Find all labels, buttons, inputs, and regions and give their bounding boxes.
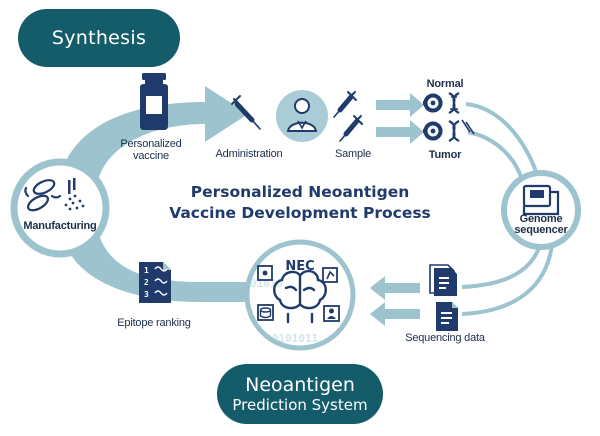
tumor-label: Tumor: [428, 149, 462, 161]
person-icon: [323, 305, 340, 322]
tumor-cell-icon: [423, 121, 443, 141]
arrow-normal: [376, 93, 424, 117]
genome-sequencer-label: Genome sequencer: [506, 214, 576, 236]
sequencing-data-doc-icon-1: [429, 264, 457, 296]
synthesis-label: Synthesis: [51, 27, 147, 49]
syringe-administration-icon: [231, 95, 261, 130]
nec-node: 01010 1010101011 NEC: [244, 239, 356, 351]
sample-label: Sample: [334, 148, 372, 160]
doctor-icon: [276, 90, 328, 142]
personalized-vaccine-line-2: vaccine: [133, 150, 169, 162]
flowchart-icon: [322, 267, 338, 283]
arrow-data-lower: [370, 302, 420, 326]
syringe-sample-icon-1: [333, 91, 357, 118]
bacteria-icon: [24, 179, 62, 212]
arrow-tumor: [376, 120, 424, 144]
personalized-vaccine-label: Personalized vaccine: [114, 138, 188, 162]
nec-label: NEC: [285, 259, 314, 274]
epitope-ranking-label: Epitope ranking: [117, 317, 191, 329]
flow-band-upper: [62, 86, 248, 180]
flow-band-lower: [62, 232, 250, 302]
database-icon: [257, 304, 274, 321]
brain-icon: [273, 269, 327, 324]
vaccine-vial-icon: [140, 73, 168, 130]
sequencer-machine-icon: [522, 184, 560, 216]
syringe-sample-icon-2: [339, 115, 363, 142]
title-line-2: Vaccine Development Process: [169, 204, 431, 222]
neoantigen-label: Neoantigen: [245, 373, 355, 396]
rank-number: 3: [144, 290, 149, 299]
rank-number: 2: [144, 278, 149, 287]
diagram-title: Personalized Neoantigen Vaccine Developm…: [140, 182, 460, 224]
dna-normal-icon: [448, 92, 460, 114]
normal-cell-icon: [423, 93, 443, 113]
sequencing-data-doc-icon-2: [436, 302, 458, 331]
manufacturing-label: Manufacturing: [23, 220, 97, 232]
synthesis-pill: Synthesis: [18, 9, 180, 67]
genome-sequencer-node: [501, 170, 581, 250]
arrow-data-upper: [370, 276, 420, 300]
normal-label: Normal: [426, 78, 464, 90]
manufacturing-node: [10, 158, 110, 258]
prediction-system-label: Prediction System: [232, 395, 368, 414]
seq-to-genome-lines: [465, 102, 540, 181]
dna-tumor-icon: [448, 119, 475, 142]
genome-sequencer-line-1: Genome: [519, 213, 563, 225]
genome-sequencer-line-2: sequencer: [514, 224, 568, 236]
sequencing-data-label: Sequencing data: [405, 332, 485, 344]
personalized-vaccine-line-1: Personalized: [120, 138, 182, 150]
neoantigen-prediction-pill: Neoantigen Prediction System: [217, 364, 383, 424]
epitope-ranking-doc-icon: 1 2 3: [139, 262, 171, 303]
genome-to-data-lines: [461, 244, 554, 316]
rank-number: 1: [144, 266, 149, 275]
title-line-1: Personalized Neoantigen: [190, 183, 410, 201]
molecule-spray-icon: [64, 178, 85, 211]
image-icon: [257, 265, 273, 281]
administration-label: Administration: [215, 148, 283, 160]
